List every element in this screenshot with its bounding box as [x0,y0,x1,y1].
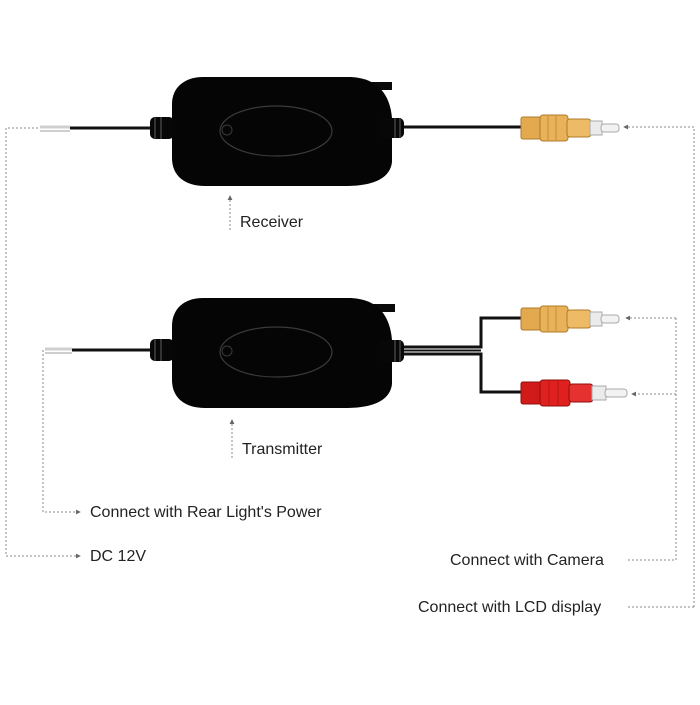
transmitter-group [45,298,628,408]
camera-label: Connect with Camera [450,552,604,569]
rca-yellow-connector-transmitter [520,305,620,333]
rear-light-label: Connect with Rear Light's Power [90,504,322,521]
receiver-label: Receiver [240,214,304,231]
dc-label: DC 12V [90,548,146,565]
transmitter-oval-emblem [219,326,333,378]
rca-red-connector [520,379,628,407]
transmitter-cable-to-yellow [404,316,522,349]
camera-leader-down [628,318,677,561]
transmitter-cable-to-red [404,352,522,394]
lcd-leader [623,124,695,607]
receiver-led [221,124,233,136]
lcd-label: Connect with LCD display [418,599,601,616]
rca-yellow-connector [520,114,620,142]
receiver-module [172,77,392,186]
receiver-oval-emblem [219,105,333,157]
transmitter-label: Transmitter [242,441,323,458]
transmitter-strain-relief-right [380,340,404,362]
rear-light-leader [42,350,81,515]
dc-leader [5,127,81,559]
receiver-strain-relief-right [380,118,404,138]
transmitter-led [221,345,233,357]
receiver-group [40,77,620,186]
transmitter-module [172,298,392,408]
